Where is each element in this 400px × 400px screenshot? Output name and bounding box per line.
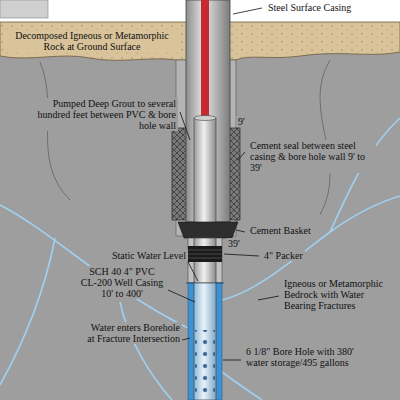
callout-label: Water enters Borehole at Fracture Inters… — [84, 322, 182, 344]
callout-label: Steel Surface Casing — [266, 2, 353, 13]
callout-label: Decomposed Igneous or Metamorphic Rock a… — [6, 30, 178, 52]
callout-label: Pumped Deep Grout to several hundred fee… — [30, 98, 178, 131]
callout-label: 39' — [226, 238, 242, 249]
callout-label: Igneous or Metamorphic Bedrock with Wate… — [282, 278, 396, 311]
surface-structure — [0, 0, 48, 18]
borehole-water — [188, 283, 222, 400]
callout-label: Static Water Level — [90, 250, 188, 261]
callout-label: Cement seal between steel casing & bore … — [248, 140, 376, 173]
perforations — [195, 330, 215, 400]
pvc-casing-submerged — [194, 283, 216, 400]
callout-label: 6 1/8" Bore Hole with 380' water storage… — [244, 346, 374, 368]
callout-label: 9' — [236, 116, 247, 127]
cement-basket — [178, 222, 238, 238]
water-fractures — [0, 118, 400, 400]
packer — [188, 246, 222, 262]
red-stripe — [201, 0, 209, 124]
callout-label: SCH 40 4" PVC CL-200 Well Casing 10' to … — [78, 266, 166, 299]
borehole-dry — [188, 238, 222, 283]
leader-lines — [168, 8, 279, 360]
callout-label: 4" Packer — [262, 250, 305, 261]
callout-label: Cement Basket — [248, 225, 313, 236]
